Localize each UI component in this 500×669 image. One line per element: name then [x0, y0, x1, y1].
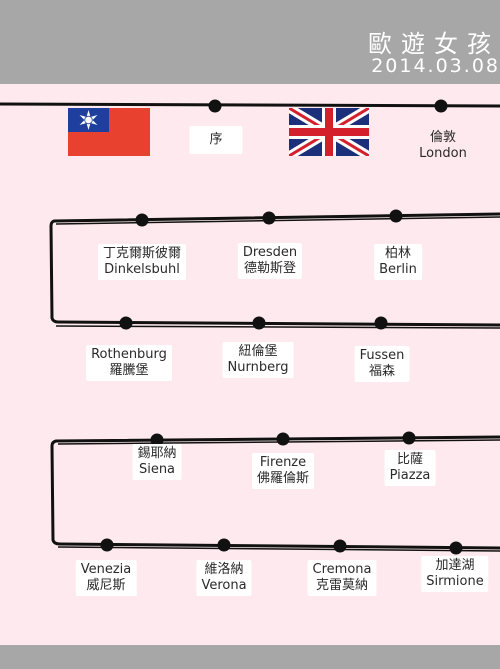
stop-dot-cremona: [333, 539, 347, 553]
top-banner: 歐遊女孩 2014.03.08: [0, 0, 500, 84]
stop-label-cremona[interactable]: Cremona 克雷莫納: [307, 560, 377, 596]
stop-dot-venezia: [100, 538, 114, 552]
stop-dot-berlin: [389, 209, 403, 223]
stop-dot-sirmione: [449, 541, 463, 555]
stop-label-dresden[interactable]: Dresden 德勒斯登: [237, 243, 303, 279]
stop-label-dinkelsbuhl[interactable]: 丁克爾斯彼爾 Dinkelsbuhl: [97, 244, 187, 280]
stop-dot-fussen: [374, 316, 388, 330]
bottom-banner: [0, 645, 500, 669]
stop-dot-london: [434, 99, 448, 113]
stop-label-nurnberg[interactable]: 紐倫堡 Nurnberg: [222, 342, 294, 378]
stop-dot-dresden: [262, 211, 276, 225]
stop-label-london[interactable]: 倫敦 London: [419, 130, 467, 161]
stop-label-firenze[interactable]: Firenze 佛羅倫斯: [251, 453, 315, 489]
stop-dot-nurnberg: [252, 316, 266, 330]
stop-label-rothenburg[interactable]: Rothenburg 羅騰堡: [86, 345, 172, 381]
stop-dot-firenze: [276, 432, 290, 446]
uk-flag-icon: [289, 108, 369, 156]
stop-dot-dinkelsbuhl: [135, 213, 149, 227]
stop-label-venezia[interactable]: Venezia 威尼斯: [75, 560, 137, 596]
taiwan-flag-icon: [68, 108, 150, 156]
stop-label-siena[interactable]: 錫耶納 Siena: [132, 444, 182, 480]
stop-label-sirmione[interactable]: 加達湖 Sirmione: [421, 556, 489, 592]
stop-dot-rothenburg: [119, 316, 133, 330]
stop-dot-piazza: [402, 431, 416, 445]
stop-label-fussen[interactable]: Fussen 福森: [354, 346, 410, 382]
stop-dot-preface: [208, 99, 222, 113]
stop-label-verona[interactable]: 維洛納 Verona: [196, 560, 252, 596]
stop-dot-siena: [150, 433, 164, 447]
stop-label-piazza[interactable]: 比薩 Piazza: [384, 450, 436, 486]
page-title: 歐遊女孩: [368, 30, 500, 58]
stop-label-preface[interactable]: 序: [189, 126, 243, 154]
stop-dot-verona: [217, 538, 231, 552]
page-date: 2014.03.08: [371, 55, 500, 77]
stop-label-berlin[interactable]: 柏林 Berlin: [374, 244, 422, 280]
